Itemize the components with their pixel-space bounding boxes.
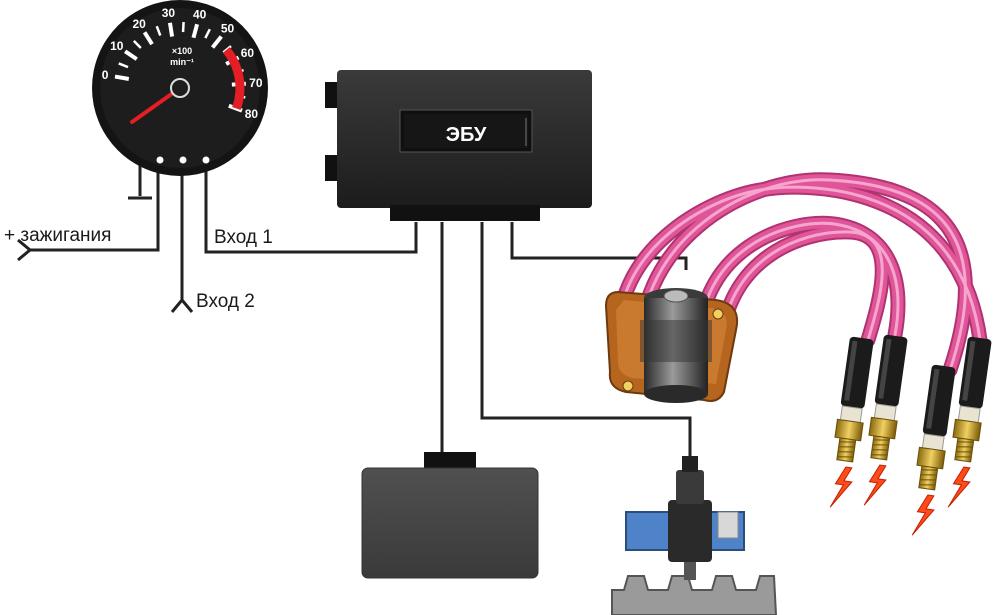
label-input-2: Вход 2 xyxy=(196,291,255,312)
sensor-wire xyxy=(480,222,692,458)
ecu-label: ЭБУ xyxy=(446,124,487,146)
tachometer-tick-label: 70 xyxy=(249,76,263,90)
spark-icon xyxy=(911,494,935,536)
ignition-wire-fork xyxy=(17,238,33,262)
tachometer-terminal-ignition xyxy=(156,156,164,164)
ecu-unit: ЭБУ xyxy=(325,70,592,221)
high-voltage-leads xyxy=(611,172,988,378)
tachometer-tick-label: 80 xyxy=(245,107,259,121)
ignition-coil xyxy=(604,288,738,403)
tachometer-tick-label: 40 xyxy=(193,8,207,22)
tachometer-terminal-input1 xyxy=(202,156,210,164)
tachometer-tick-label: 20 xyxy=(132,17,146,31)
tachometer-tick xyxy=(142,31,154,46)
tachometer-tick xyxy=(124,49,138,61)
tachometer-terminal-input2 xyxy=(179,156,187,164)
tachometer-scale: 0 10 20 30 40 50 60 70 80 xyxy=(102,6,263,121)
spark-icon xyxy=(947,466,971,508)
spark-plug xyxy=(829,336,874,508)
label-ignition-plus: + зажигания xyxy=(4,225,111,246)
spark-icon xyxy=(829,466,853,508)
tachometer-tick-label: 60 xyxy=(241,46,255,60)
tachometer-tick xyxy=(167,22,175,37)
battery xyxy=(361,452,539,579)
tachometer-tick xyxy=(191,23,200,39)
tachometer-tick-label: 10 xyxy=(110,39,124,53)
label-input-1: Вход 1 xyxy=(214,227,273,248)
tachometer-tick xyxy=(155,25,162,37)
tachometer-tick xyxy=(181,22,185,33)
tachometer-tick xyxy=(204,28,211,39)
tachometer-tick-label: 50 xyxy=(221,22,235,36)
timing-gear xyxy=(611,575,778,615)
input2-wire-fork xyxy=(170,297,194,313)
tachometer-tick-label: 0 xyxy=(102,68,109,82)
tachometer-tick xyxy=(210,35,223,49)
tachometer-unit-multiplier: ×100 xyxy=(172,46,192,56)
ignition-wire xyxy=(30,170,160,252)
spark-icon xyxy=(863,464,887,506)
tachometer-tick-label: 30 xyxy=(162,6,176,20)
crankshaft-sensor xyxy=(611,456,778,615)
tachometer-tick xyxy=(132,39,142,49)
input1-wire xyxy=(204,170,418,254)
tachometer-hub xyxy=(170,78,190,98)
spark-plug xyxy=(863,334,908,506)
spark-plugs xyxy=(829,334,992,536)
tachometer-tick xyxy=(114,74,130,81)
spark-plug xyxy=(947,336,992,508)
tachometer: 0 10 20 30 40 50 60 70 80 ×100 min⁻¹ xyxy=(92,0,268,176)
coil-wire xyxy=(510,222,688,270)
tachometer-unit: min⁻¹ xyxy=(170,57,194,67)
tachometer-red-zone xyxy=(222,47,245,111)
spark-plug xyxy=(911,364,956,536)
tachometer-tick xyxy=(118,62,129,69)
